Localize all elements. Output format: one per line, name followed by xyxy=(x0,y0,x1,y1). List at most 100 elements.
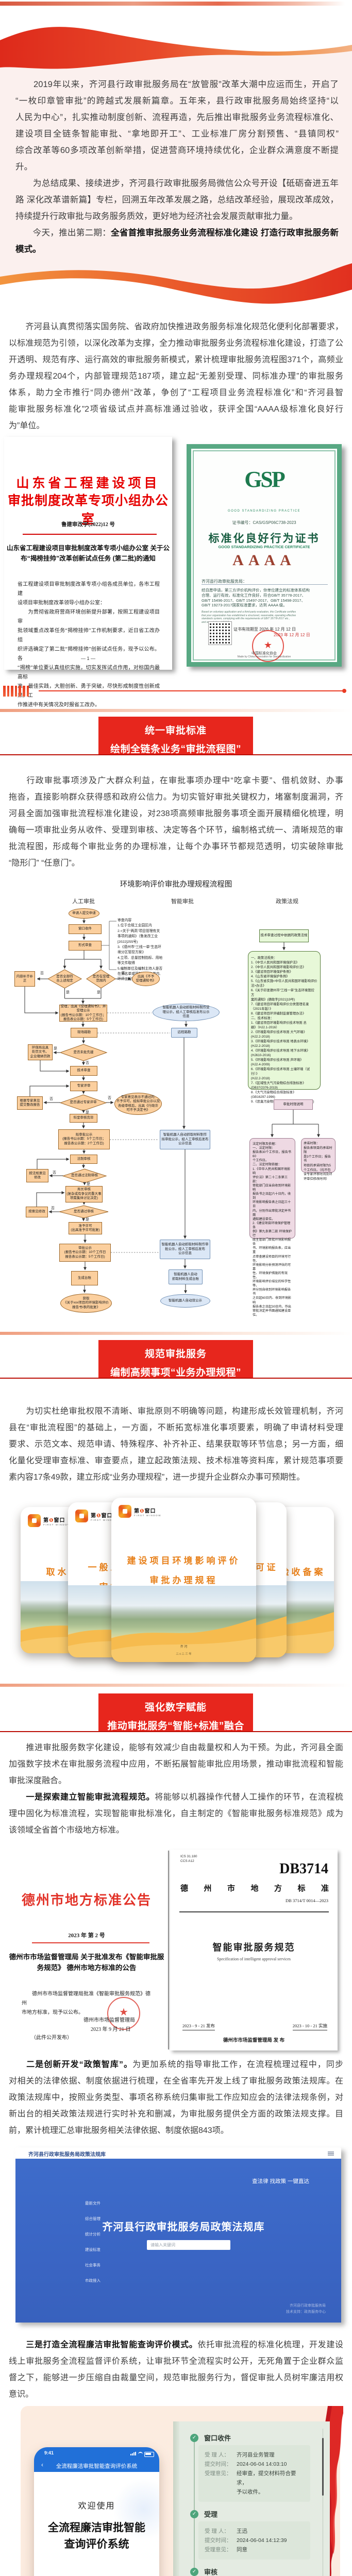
heading2-line2: 编制高频事项“业务办理规程” xyxy=(110,1367,241,1378)
cert-title: 标准化良好行为证书 xyxy=(208,532,320,545)
sec1-paragraph: 行政审批事项涉及广大群众利益，在审批事项办理中“吃拿卡要”、借机敛财、办事拖沓，… xyxy=(9,773,343,872)
portal-sidebar-item[interactable]: 统计分析 xyxy=(85,2232,100,2236)
portal-search-box[interactable]: 请输入关键词 xyxy=(147,2240,230,2250)
timeline-step: ✓窗口收件受 理 人：齐河县业务管理提交时间：2024-06-04 14:03:… xyxy=(173,2433,330,2502)
text-line: 一是探索建立智能审批流程规范。将能够以机器操作代替人工操作的环节，在流程梳 xyxy=(26,1793,343,1802)
cert-stamp: ★ xyxy=(252,630,284,662)
app-title-line2: 查询评价系统 xyxy=(64,2538,129,2550)
timeline-scrollbar[interactable] xyxy=(322,2438,324,2496)
heading1-line2: 绘制全链条业务“审批流程图” xyxy=(110,744,241,755)
section-divider-dot xyxy=(342,689,346,693)
flow-branch-label: 是 xyxy=(54,1047,57,1050)
portal-sidebar-item[interactable]: 综合管理 xyxy=(85,2216,100,2221)
heading1-rule xyxy=(0,754,352,755)
phone-back-icon[interactable]: ‹ xyxy=(41,2461,43,2468)
text-line: 为总结成果、接续进步，齐河县行政审批服务局微信公众号开设【砥砺奋进五年 xyxy=(15,178,339,188)
doc-pageno: — 1 — xyxy=(80,656,95,661)
portal-bar-menu-icon[interactable] xyxy=(328,2151,334,2153)
flow-node: 是否在受理 范围内 xyxy=(92,974,110,982)
cert-number: 证书编号：CAS/GSP06C738-2023 xyxy=(232,520,296,525)
text-line: 综合改革等60多项改革创新举措，促进营商环境持续优化，企业群众满意度不断提 xyxy=(15,145,339,155)
flow-node: 局长审核 (复杂或有争议的重大事 项需集体讨论决定) xyxy=(65,1186,103,1202)
flowchart-col-policy: 政策法规 xyxy=(276,899,298,905)
text-line: 化量化受理审查标准、审查要点，建立起政策法规、技术标准等资料库，累计规范事项要 xyxy=(9,1456,343,1465)
flow-node: 获取 《关于xxx项目的环境影响评价 报告书/表的批复》 xyxy=(60,1294,112,1313)
section-divider-line xyxy=(39,690,342,691)
text-line: 持续提升行政审批与政务服务质效，更好地为经济社会发展贡献审批力量。 xyxy=(15,211,298,221)
flow-node: 形式审查 xyxy=(69,941,102,951)
text-line: 理中固化为标准流程，实现智能审批标准化，自主制定的《智能审批服务标准规范》成为 xyxy=(9,1809,343,1818)
cert-holder: 齐河县行政审批服务局： xyxy=(202,579,328,585)
text-line: 要求、示范文本、规范申请、特殊程序、补齐补正、结果获取等环节信息；另一方面，细 xyxy=(9,1440,343,1449)
doc-subject: 山东省工程建设项目审批制度改革专项小组办公室 关于公布“揭榜挂帅”改革创新试点任… xyxy=(7,545,170,562)
phone-signal-icon xyxy=(130,2452,137,2455)
text-line: 齐河县认真贯彻落实国务院、省政府加快推进政务服务标准化规范化便利化部署要求， xyxy=(9,323,343,331)
text-line: 意识。 xyxy=(9,2390,34,2399)
text-line: 2019年以来，齐河县行政审批服务局在“放管服”改革大潮中应运而生，开启了 xyxy=(15,79,339,89)
text-line: 新出台的相关政策法规进行实时补充和删减，为审批服务提供全方面的政策法规支撑。目 xyxy=(9,2110,343,2119)
portal-sidebar-item[interactable]: 建设标准 xyxy=(85,2247,100,2252)
text-line: 前，累计梳理汇总审批服务相关法律依据、制度依据843项。 xyxy=(9,2126,229,2135)
heading3-rule xyxy=(0,1731,352,1732)
doc-title-line2: 审批制度改革专项小组办公室 xyxy=(7,494,169,527)
heading2-rule xyxy=(0,1378,352,1379)
text-line: 体系，助力全市推行“同办德州”改革，争创了“工程项目业务流程标准化”和“齐河县智 xyxy=(9,388,343,397)
text-line: 路 深化改革谱新篇】专栏，回溯五年改革发展之路，总结改革经验，展现改革成效， xyxy=(15,195,339,205)
portal-sidebar-item[interactable]: 社会事务 xyxy=(85,2263,100,2267)
phone-time: 9:41 xyxy=(44,2450,54,2455)
timeline-step-title: 窗口收件 xyxy=(204,2434,231,2442)
std-left-title: 德州市地方标准公告 xyxy=(21,1892,152,1908)
flow-branch-label: 是 xyxy=(66,991,70,994)
portal-title: 齐河县行政审批服务局政策法规库 xyxy=(102,2222,265,2233)
gsp-certificate-image: GSP GOOD STANDARDIZING PRACTICE 证书编号：CAS… xyxy=(187,444,342,667)
portal-search-placeholder: 请输入关键词 xyxy=(150,2243,175,2247)
timeline-connector xyxy=(194,2434,195,2576)
heading3-line1: 强化数字赋能 xyxy=(144,1702,207,1713)
flow-node: 根据专家意见 提交整改报告 xyxy=(17,1096,43,1110)
flow-node: 内容补齐补正 xyxy=(14,971,35,987)
sec3-paragraph-b: 一是探索建立智能审批流程规范。将能够以机器操作代替人工操作的环节，在流程梳理中固… xyxy=(9,1789,343,1839)
text-line: 二是创新开发“政策智库”。为更加系统的指导审批工作，在流程梳理过程中，同步 xyxy=(26,2060,343,2069)
doc-number: 鲁建审改字(2022)12 号 xyxy=(61,522,115,528)
flow-branch-label: 否 xyxy=(122,972,125,975)
timeline-screenshot: ✓ 窗口收件受 理 人：齐河县业务管理提交时间：2024-06-04 14:03:… xyxy=(173,2421,330,2576)
booklet-title-line1: 建设项目环境影响评价 xyxy=(127,1556,241,1566)
std-right-title-en: Specification of intelligent approval se… xyxy=(216,1957,291,1961)
flow-node: 是否未批先建 xyxy=(73,1050,94,1054)
doc-body: 省工程建设项目审批制度改革专项小组各成员单位，各市工程建 设项目审批制度改革领导… xyxy=(18,582,160,708)
std-docs-divider xyxy=(168,1851,169,2049)
phone-nav-title: 全流程廉洁审批智能查询评价系统 xyxy=(56,2463,138,2469)
check-icon: ✓ xyxy=(190,2510,198,2518)
flow-node: 现场踏勘 xyxy=(71,1028,97,1038)
text-line: 务办理规程204个，内部管理规范187项，建立起“无差别受理、同标准办理”的审批… xyxy=(9,372,343,381)
flow-branch-label: 否 xyxy=(53,1171,56,1175)
flow-node: 专家评审 xyxy=(70,1081,97,1091)
flow-node: 窗口收件 xyxy=(69,924,102,934)
std-right-impl: 2023 - 10 - 21 实施 xyxy=(292,2023,327,2030)
cert-qr-code xyxy=(208,621,232,645)
hero-wave-bottom xyxy=(0,260,352,304)
heading3-line2: 推动审批服务“智能+标准”融合 xyxy=(107,1721,244,1732)
heading3-strip xyxy=(0,1684,352,1687)
portal-sidebar-item[interactable]: 市政接入 xyxy=(85,2278,100,2283)
timeline-scroll-track xyxy=(322,2429,323,2576)
flowchart-title: 环境影响评价审批办理规程流程图 xyxy=(120,880,232,889)
cert-title-en: GOOD STANDARDIZING PRACTICE CERTIFICATE xyxy=(218,545,310,549)
sec3-paragraph-a: 推进审批服务数字化建设，能够有效减少自由裁量权和人为干预。为此，齐河县全面加强数… xyxy=(9,1740,343,1789)
first-window-icon xyxy=(28,1514,41,1527)
portal-sidebar-item[interactable]: 最新文件 xyxy=(85,2201,100,2206)
std-left-body: 德州市市场监督管理局批准《智能审批服务规范》德州 市地方标准，现予以公布。 xyxy=(22,1991,150,2015)
flow-node: 专家意见表示不通过的, 不予许可，经拟审批公示以及 各级审核后，出具《行政许 可… xyxy=(114,1093,162,1115)
portal-links[interactable]: 查法律 找政策 一键直达 xyxy=(252,2178,309,2184)
sec0-paragraph: 齐河县认真贯彻落实国务院、省政府加快推进政务服务标准化规范化便利化部署要求，以标… xyxy=(9,319,343,434)
portal-footer-line1: 齐河县行政审批服务局 xyxy=(290,2304,326,2308)
std-right-footer: 德州市市场监督管理局 发 布 xyxy=(223,2038,285,2043)
heading1-strip xyxy=(0,709,352,712)
portal-body: 查法律 找政策 一键直达 最新文件综合管理统计分析建设标准社会事务市政接入 齐河… xyxy=(15,2159,341,2323)
flow-node: 科室审核完毕 xyxy=(70,1114,97,1123)
hero-pink-bg xyxy=(0,71,352,262)
approval-flowchart: 环境影响评价审批办理规程流程图 人工审批 智能审批 政策法规 xyxy=(0,876,352,1319)
